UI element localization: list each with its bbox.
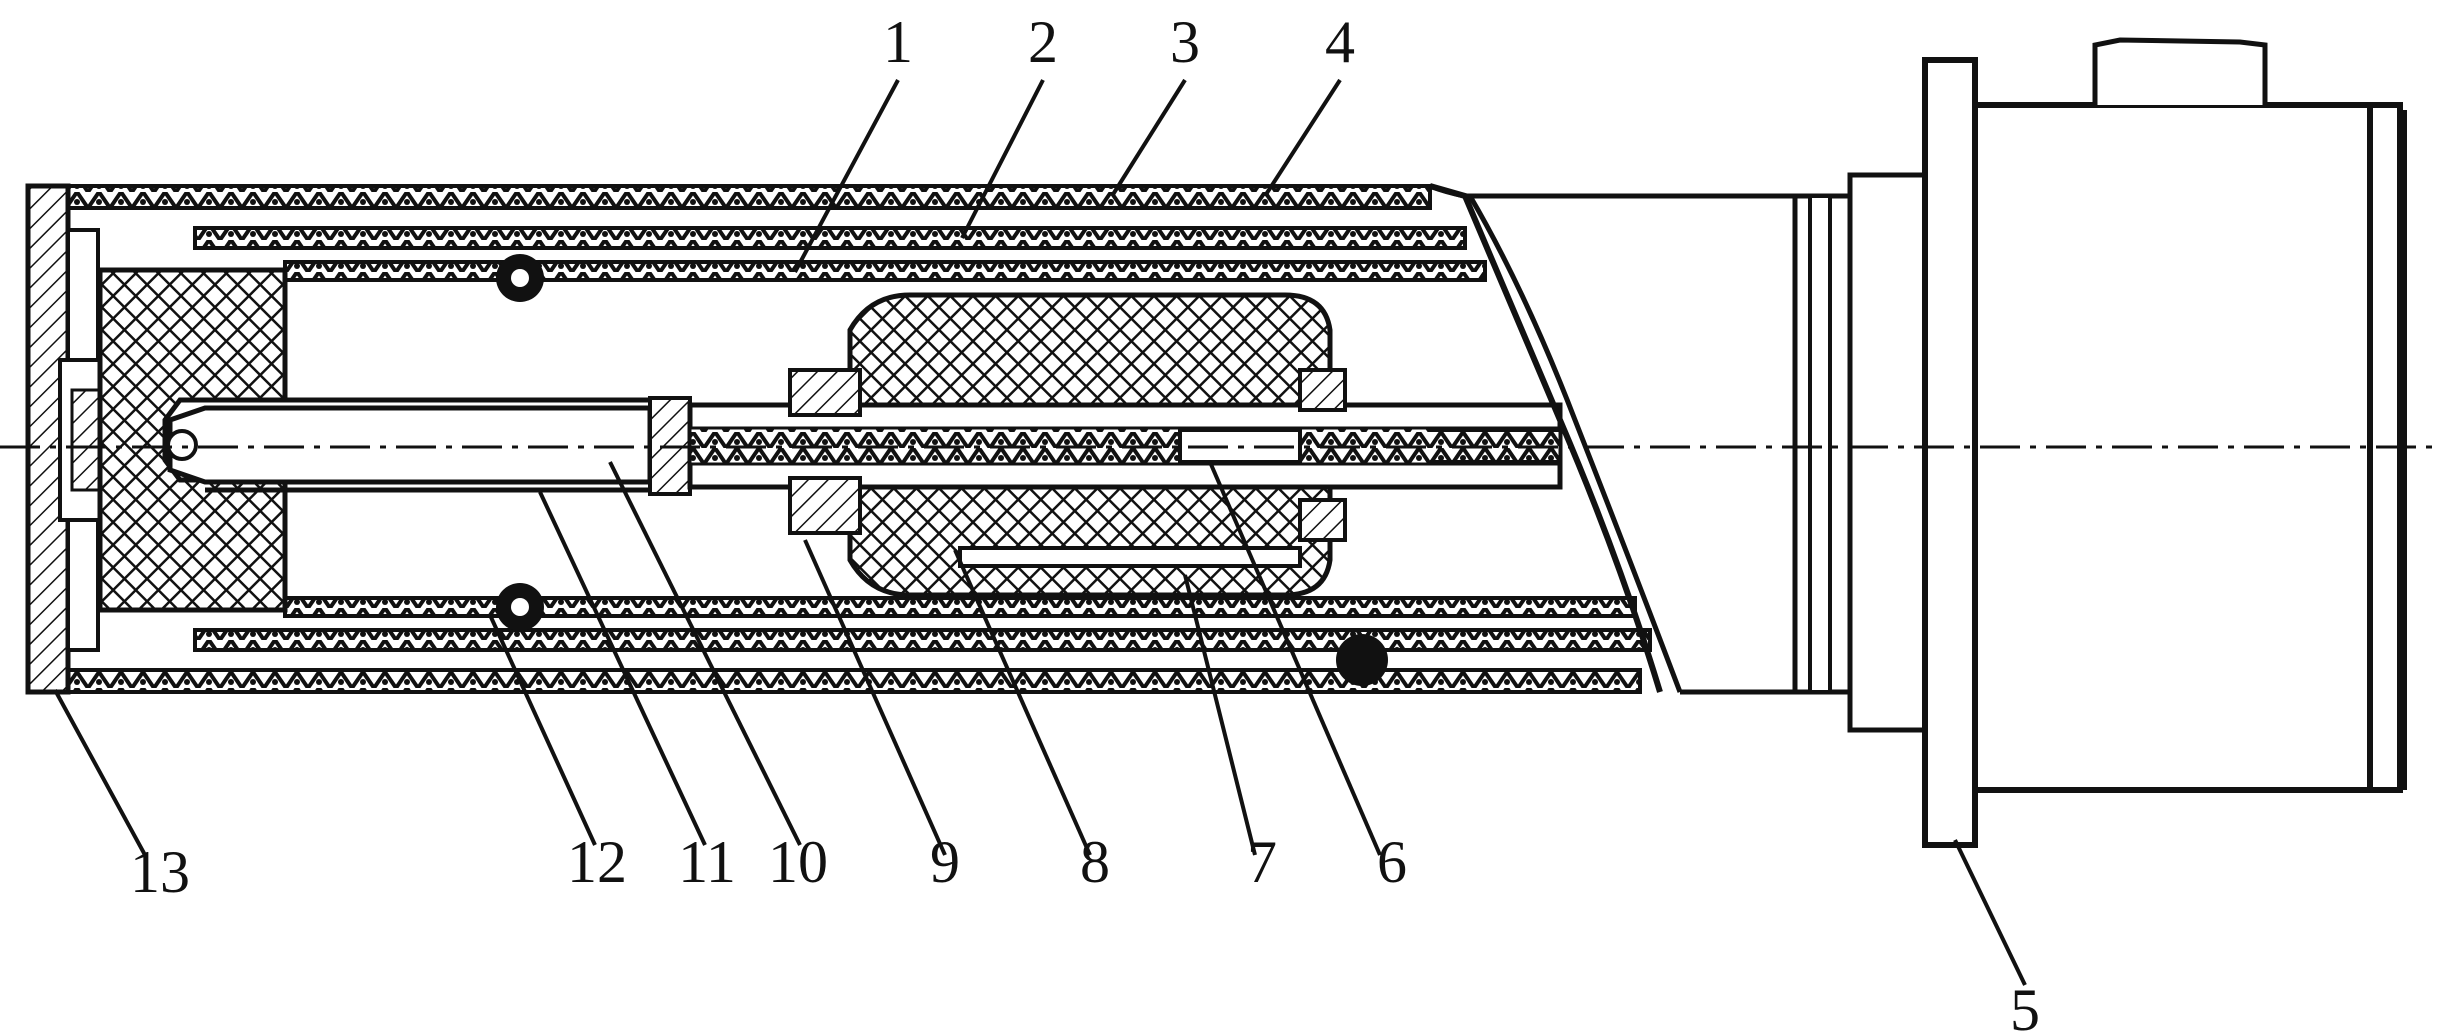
callout-label-1: 1 xyxy=(883,9,913,75)
callout-label-5: 5 xyxy=(2010,977,2040,1035)
outer-tube xyxy=(28,184,1642,694)
connector-body xyxy=(1792,37,2407,848)
tapered-shell xyxy=(1429,183,1795,695)
leader-lines xyxy=(53,78,2027,986)
callout-label-10: 10 xyxy=(768,829,828,895)
callout-label-7: 7 xyxy=(1247,829,1277,895)
callout-label-2: 2 xyxy=(1028,9,1058,75)
callout-label-11: 11 xyxy=(678,829,736,895)
callout-label-9: 9 xyxy=(930,829,960,895)
callout-label-8: 8 xyxy=(1080,829,1110,895)
left-insulator-block xyxy=(97,267,288,613)
callout-label-13: 13 xyxy=(130,839,190,905)
callout-label-12: 12 xyxy=(567,829,627,895)
callout-label-4: 4 xyxy=(1325,9,1355,75)
seal-rings xyxy=(496,254,1388,686)
callout-labels: 1 2 3 4 5 6 7 8 9 10 11 12 13 xyxy=(130,9,2040,1035)
callout-label-3: 3 xyxy=(1170,9,1200,75)
callout-label-6: 6 xyxy=(1377,829,1407,895)
central-rod xyxy=(166,397,653,493)
